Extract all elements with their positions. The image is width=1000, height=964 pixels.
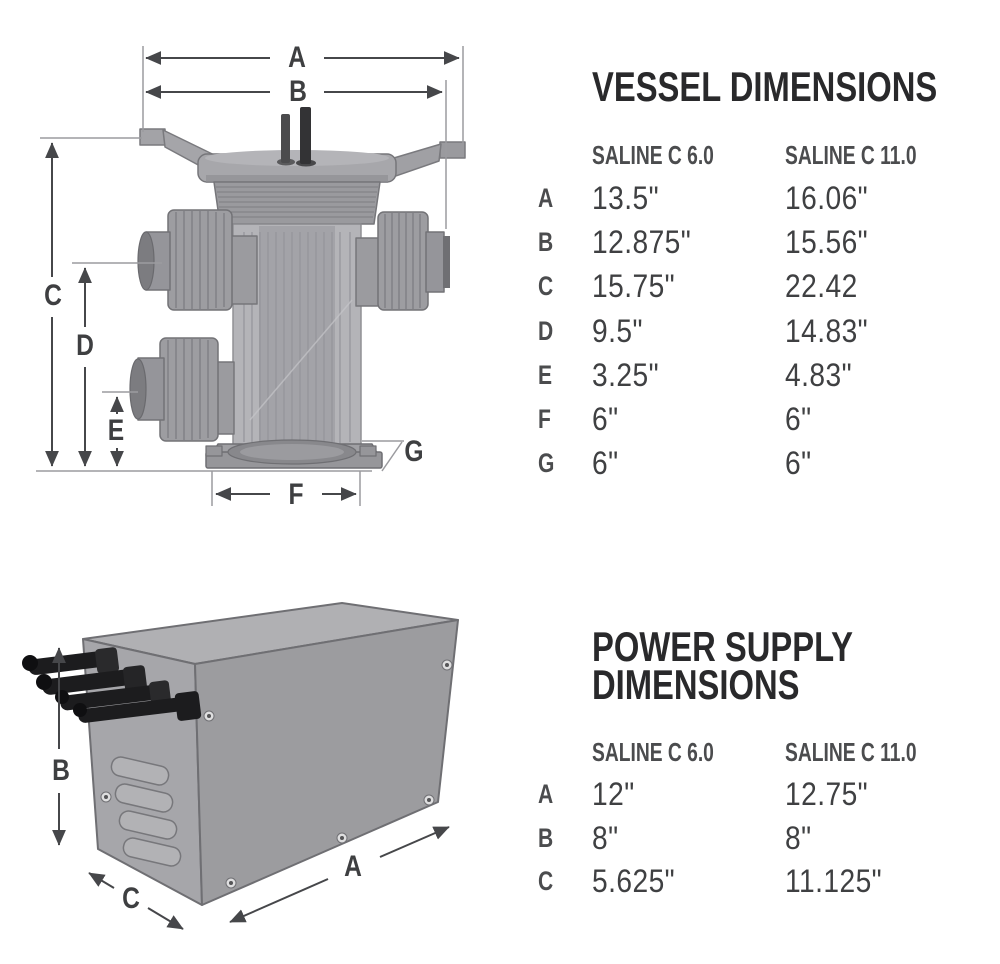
screws — [100, 659, 453, 889]
value-cell-c60: 15.75" — [592, 268, 676, 305]
vessel-dim-label-g: G — [404, 435, 424, 468]
vessel-base — [205, 439, 383, 469]
value-cell-c110: 15.56" — [785, 223, 869, 260]
value-cell-c60: 12" — [592, 776, 635, 813]
dim-label-cell: C — [538, 866, 554, 897]
dim-label-cell: D — [538, 315, 554, 346]
value-cell-c110: 6" — [785, 445, 812, 482]
table-row: C 5.625" 11.125" — [538, 860, 968, 904]
table-header-row: SALINE C 6.0 SALINE C 11.0 — [538, 134, 968, 176]
table-row: C 15.75" 22.42 — [538, 265, 968, 309]
value-cell-c60: 12.875" — [592, 223, 692, 260]
electrode-fins — [243, 232, 351, 447]
vessel-illustration — [36, 46, 466, 506]
dimension-arrows — [52, 647, 450, 930]
table-header-row: SALINE C 6.0 SALINE C 11.0 — [538, 731, 968, 773]
vent-louvers — [110, 756, 182, 867]
value-cell-c110: 22.42 — [785, 268, 858, 305]
bracket-tab-right — [439, 141, 466, 159]
table-row: F 6" 6" — [538, 397, 968, 441]
value-cell-c110: 16.06" — [785, 179, 869, 216]
vessel-dimensions-title: VESSEL DIMENSIONS — [592, 63, 938, 110]
table-row: B 8" 8" — [538, 817, 968, 861]
power-box — [22, 602, 459, 906]
value-cell-c60: 6" — [592, 445, 619, 482]
value-cell-c60: 5.625" — [592, 863, 676, 900]
value-cell-c110: 14.83" — [785, 312, 869, 349]
vessel-dim-label-c: C — [44, 279, 62, 312]
threaded-collar — [213, 181, 381, 225]
dim-label-cell: G — [538, 448, 555, 479]
value-cell-c60: 13.5" — [592, 179, 660, 216]
column-header-saline-c60: SALINE C 6.0 — [592, 139, 714, 170]
power-supply-dimensions-table: SALINE C 6.0 SALINE C 11.0 A 12" 12.75" … — [538, 731, 968, 904]
dim-label-cell: F — [538, 404, 551, 435]
table-row: A 12" 12.75" — [538, 773, 968, 817]
union-right — [355, 211, 450, 311]
table-row: E 3.25" 4.83" — [538, 353, 968, 397]
vessel-dimensions-table: SALINE C 6.0 SALINE C 11.0 A 13.5" 16.06… — [538, 134, 968, 486]
union-left-upper — [137, 209, 258, 311]
vessel-dim-label-d: D — [76, 329, 94, 362]
column-header-saline-c60: SALINE C 6.0 — [592, 736, 714, 767]
top-pipes — [277, 107, 316, 167]
value-cell-c110: 11.125" — [785, 863, 883, 900]
dim-label-cell: C — [538, 271, 554, 302]
value-cell-c60: 3.25" — [592, 356, 660, 393]
value-cell-c60: 6" — [592, 401, 619, 438]
value-cell-c110: 8" — [785, 819, 812, 856]
power-dim-label-a: A — [344, 850, 362, 883]
power-cables — [22, 647, 202, 723]
dim-label-cell: E — [538, 359, 553, 390]
column-header-saline-c110: SALINE C 11.0 — [785, 139, 917, 170]
extension-lines — [36, 46, 464, 506]
value-cell-c110: 6" — [785, 401, 812, 438]
value-cell-c60: 8" — [592, 819, 619, 856]
box-right-face — [194, 619, 459, 906]
dim-label-cell: A — [538, 779, 554, 810]
table-row: G 6" 6" — [538, 442, 968, 486]
value-cell-c110: 12.75" — [785, 776, 869, 813]
vessel-dim-label-b: B — [289, 75, 307, 108]
power-supply-illustration — [22, 602, 459, 930]
table-row: B 12.875" 15.56" — [538, 220, 968, 264]
value-cell-c60: 9.5" — [592, 312, 643, 349]
table-row: D 9.5" 14.83" — [538, 309, 968, 353]
vessel-graphic — [129, 107, 466, 469]
dim-label-cell: B — [538, 226, 554, 257]
table-row: A 13.5" 16.06" — [538, 176, 968, 220]
dim-label-cell: B — [538, 822, 554, 853]
union-left-lower — [129, 337, 235, 442]
value-cell-c110: 4.83" — [785, 356, 853, 393]
vessel-dim-label-f: F — [288, 478, 304, 511]
column-header-saline-c110: SALINE C 11.0 — [785, 736, 917, 767]
dimension-arrows — [45, 51, 460, 501]
vessel-dim-label-a: A — [288, 41, 306, 74]
power-dim-label-c: C — [122, 882, 140, 915]
dim-label-cell: A — [538, 182, 554, 213]
power-supply-dimensions-title: POWER SUPPLY DIMENSIONS — [592, 623, 853, 708]
vessel-dim-label-e: E — [107, 414, 125, 447]
power-dim-label-b: B — [52, 754, 70, 787]
